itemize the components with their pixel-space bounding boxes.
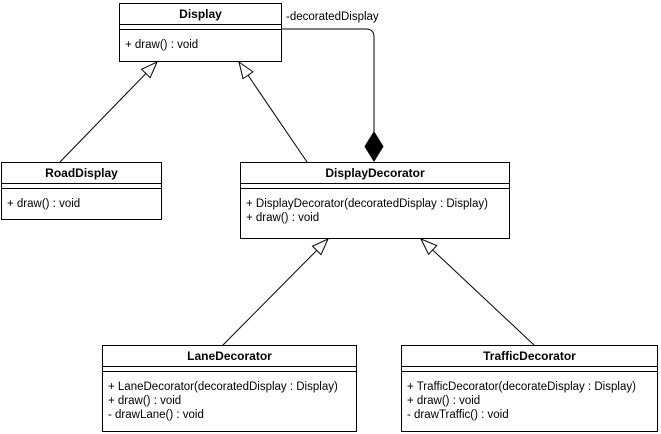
class-display: Display + draw() : void — [119, 3, 282, 62]
class-lanedecorator-attributes — [103, 367, 356, 372]
class-lanedecorator-methods: + LaneDecorator(decoratedDisplay : Displ… — [103, 372, 356, 422]
class-display-name: Display — [120, 4, 281, 25]
class-lanedecorator: LaneDecorator + LaneDecorator(decoratedD… — [102, 345, 357, 432]
method-line: + draw() : void — [246, 212, 320, 224]
method-line: + LaneDecorator(decoratedDisplay : Displ… — [108, 381, 338, 393]
class-roaddisplay-methods: + draw() : void — [2, 189, 161, 211]
method-line: + DisplayDecorator(decoratedDisplay : Di… — [246, 198, 488, 210]
generalization-roaddisplay-to-display — [59, 60, 158, 163]
method-line: + TrafficDecorator(decorateDisplay : Dis… — [407, 381, 636, 393]
class-roaddisplay-name: RoadDisplay — [2, 163, 161, 184]
class-trafficdecorator-methods: + TrafficDecorator(decorateDisplay : Dis… — [402, 372, 657, 422]
generalization-displaydecorator-to-display — [238, 60, 308, 163]
method-line: - drawTraffic() : void — [407, 409, 509, 421]
class-lanedecorator-name: LaneDecorator — [103, 346, 356, 367]
composition-diamond-icon — [364, 131, 384, 162]
method-line: + draw() : void — [407, 395, 481, 407]
association-role-label: -decoratedDisplay — [286, 11, 379, 23]
class-trafficdecorator-name: TrafficDecorator — [402, 346, 657, 367]
method-line: + draw() : void — [7, 198, 81, 210]
method-line: - drawLane() : void — [108, 409, 204, 421]
method-line: + draw() : void — [125, 39, 199, 51]
class-displaydecorator-name: DisplayDecorator — [241, 163, 509, 184]
class-trafficdecorator: TrafficDecorator + TrafficDecorator(deco… — [401, 345, 658, 432]
class-displaydecorator: DisplayDecorator + DisplayDecorator(deco… — [240, 162, 510, 239]
generalization-lanedecorator-to-displaydecorator — [222, 237, 330, 346]
class-display-attributes — [120, 25, 281, 30]
class-displaydecorator-attributes — [241, 184, 509, 189]
generalization-trafficdecorator-to-displaydecorator — [419, 238, 535, 346]
class-display-methods: + draw() : void — [120, 30, 281, 52]
class-roaddisplay: RoadDisplay + draw() : void — [1, 162, 162, 220]
class-roaddisplay-attributes — [2, 184, 161, 189]
class-trafficdecorator-attributes — [402, 367, 657, 372]
composition-line — [282, 28, 375, 133]
method-line: + draw() : void — [108, 395, 182, 407]
class-displaydecorator-methods: + DisplayDecorator(decoratedDisplay : Di… — [241, 189, 509, 225]
